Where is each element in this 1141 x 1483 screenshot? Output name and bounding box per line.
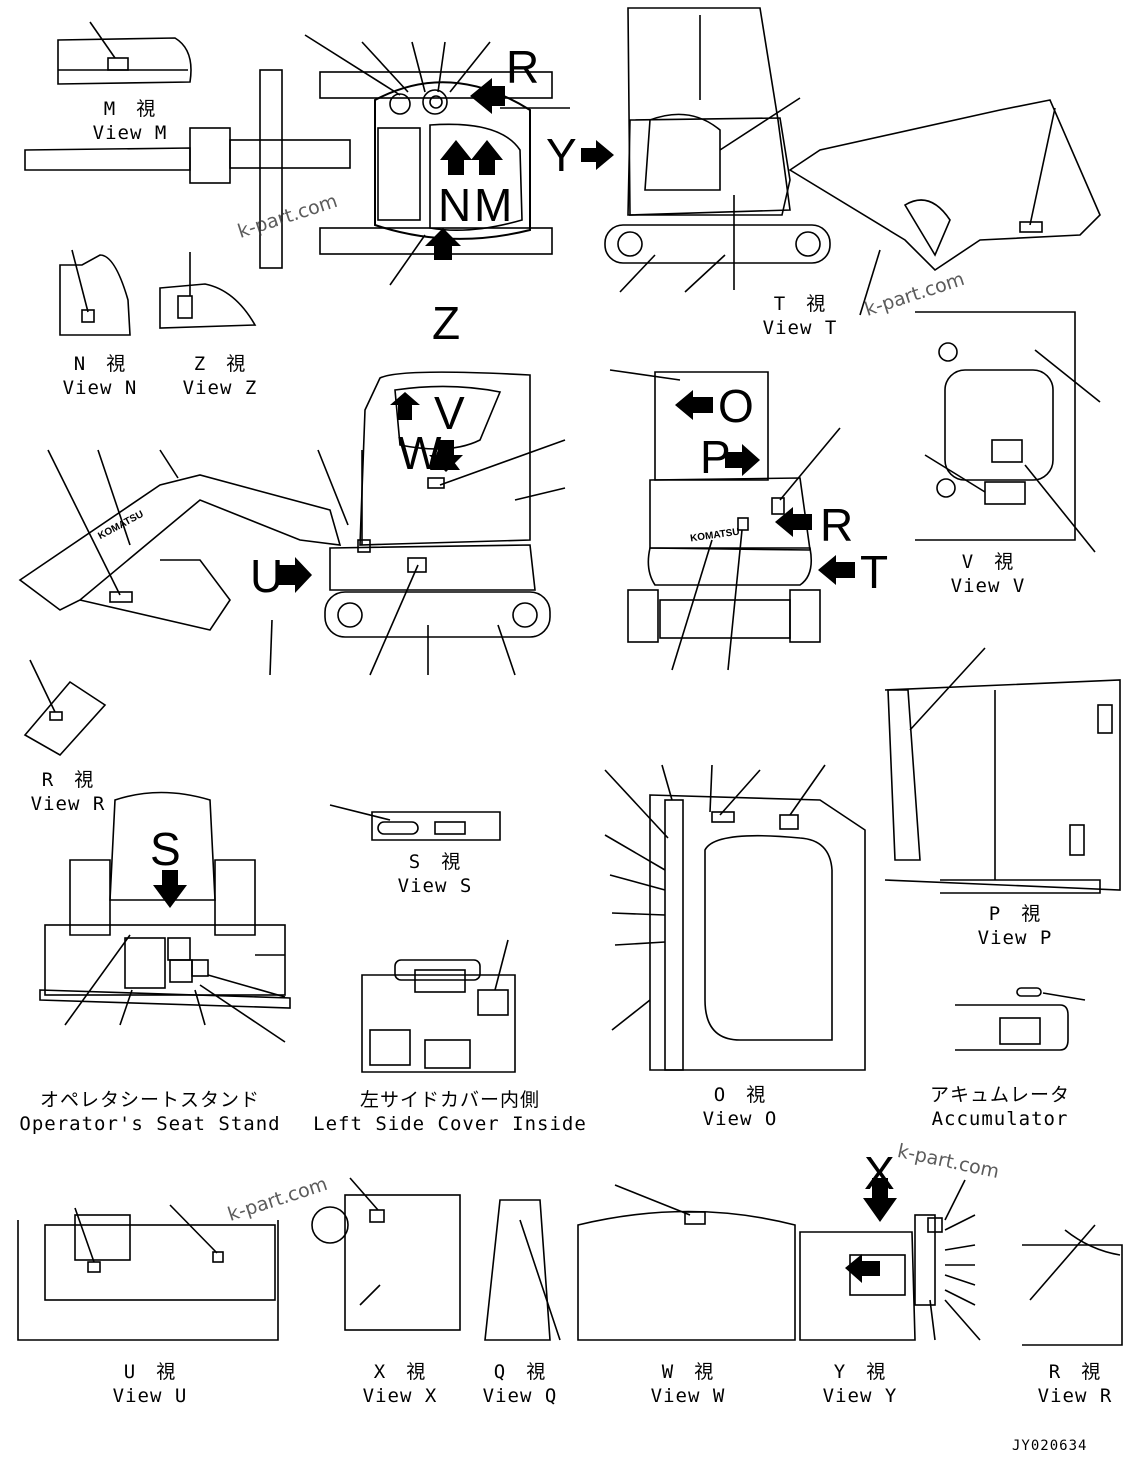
left-side-view-drawing bbox=[18, 371, 566, 676]
marker-y: Y bbox=[546, 129, 577, 181]
view-y-drawing bbox=[799, 1178, 981, 1341]
view-z-drawing bbox=[159, 252, 257, 329]
view-v-drawing bbox=[915, 311, 1101, 553]
rear-view-drawing bbox=[609, 369, 855, 671]
marker-v: V bbox=[434, 387, 465, 439]
view-q-drawing bbox=[484, 1199, 561, 1341]
marker-w: W bbox=[398, 427, 442, 479]
marker-n: N bbox=[438, 179, 472, 231]
marker-x: X bbox=[864, 1147, 895, 1199]
drawing-code: JY020634 bbox=[1012, 1438, 1088, 1454]
marker-r-mid: R bbox=[820, 499, 854, 551]
view-o-drawing bbox=[604, 764, 866, 1071]
view-n-drawing bbox=[59, 249, 131, 336]
marker-p: P bbox=[700, 431, 731, 483]
marker-z: Z bbox=[432, 297, 461, 349]
marker-m: M bbox=[474, 179, 513, 231]
view-r1-drawing bbox=[23, 659, 107, 757]
view-m-drawing bbox=[57, 21, 192, 85]
view-u-drawing bbox=[17, 1204, 279, 1341]
seat-stand-drawing bbox=[39, 791, 291, 1043]
view-s-drawing bbox=[329, 804, 501, 841]
view-p-drawing bbox=[884, 647, 1121, 894]
top-view-drawing bbox=[24, 34, 614, 286]
marker-r-top: R bbox=[506, 41, 540, 93]
view-x-drawing bbox=[311, 1177, 461, 1331]
side-cover-drawing bbox=[361, 939, 516, 1073]
marker-t: T bbox=[860, 546, 889, 598]
marker-s: S bbox=[150, 823, 181, 875]
view-r2-drawing bbox=[1022, 1224, 1123, 1346]
accumulator-drawing bbox=[955, 987, 1086, 1051]
marker-u: U bbox=[250, 550, 284, 602]
side-view-drawing bbox=[604, 7, 1101, 316]
view-w-drawing bbox=[577, 1184, 796, 1341]
marker-o: O bbox=[718, 380, 754, 432]
